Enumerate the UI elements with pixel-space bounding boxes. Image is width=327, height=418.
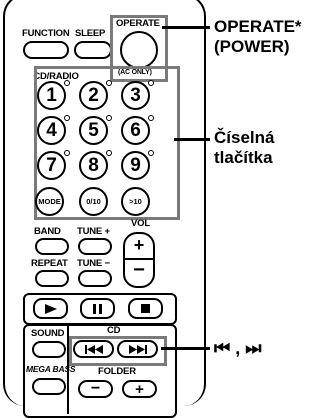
digit-7-button[interactable]: 7 — [37, 151, 66, 180]
repeat-label: REPEAT — [31, 258, 68, 269]
mega-bass-label: MEGA BASS — [26, 364, 76, 374]
skip-highlight-box — [69, 336, 167, 366]
numeric-callout: Číselná tlačítka — [214, 128, 274, 168]
band-button[interactable] — [35, 238, 69, 255]
numeric-callout-line — [174, 138, 210, 141]
band-label: BAND — [34, 226, 61, 237]
plus-ten-button[interactable]: >10 — [121, 187, 150, 216]
mode-button[interactable]: MODE — [35, 187, 64, 216]
remote-control-outline — [3, 0, 206, 406]
operate-callout: OPERATE* (POWER) — [214, 17, 302, 57]
mega-bass-button[interactable] — [32, 378, 66, 395]
skip-back-icon — [84, 344, 103, 354]
ac-only-label: (AC ONLY) — [118, 69, 152, 76]
button-dot — [64, 80, 70, 86]
operate-callout-line1: OPERATE* — [214, 17, 302, 36]
sleep-label: SLEEP — [75, 28, 106, 39]
numeric-callout-line1: Číselná — [214, 128, 275, 147]
digit-1-button[interactable]: 1 — [37, 81, 66, 110]
operate-highlight-box — [110, 15, 168, 82]
group-divider — [67, 324, 69, 414]
stop-button[interactable] — [128, 298, 163, 319]
cd-label: CD — [107, 325, 121, 336]
zero-ten-button[interactable]: 0/10 — [79, 187, 108, 216]
cd-radio-label: CD/RADIO — [33, 71, 79, 82]
plus-icon: + — [135, 380, 144, 398]
pause-icon — [92, 303, 102, 314]
sound-button[interactable] — [32, 341, 66, 358]
vol-minus-icon: − — [133, 259, 145, 281]
button-dot — [106, 115, 112, 121]
digit-8-button[interactable]: 8 — [79, 151, 108, 180]
button-dot — [148, 115, 154, 121]
folder-label: FOLDER — [98, 366, 136, 377]
operate-label: OPERATE — [116, 18, 160, 29]
digit-5-button[interactable]: 5 — [79, 116, 108, 145]
button-dot — [148, 80, 154, 86]
repeat-button[interactable] — [35, 270, 69, 287]
numeric-callout-line2: tlačítka — [214, 148, 273, 167]
digit-6-button[interactable]: 6 — [121, 116, 150, 145]
digit-4-button[interactable]: 4 — [37, 116, 66, 145]
operate-callout-line — [162, 26, 210, 29]
folder-plus-button[interactable]: + — [122, 380, 157, 398]
numeric-highlight-box — [34, 66, 180, 220]
button-dot — [106, 150, 112, 156]
folder-minus-button[interactable]: − — [78, 380, 113, 398]
volume-rocker[interactable]: + − — [123, 232, 155, 288]
tune-minus-label: TUNE − — [77, 258, 110, 269]
play-icon — [44, 303, 57, 314]
operate-callout-line2: (POWER) — [214, 37, 290, 56]
stop-icon — [141, 304, 150, 313]
skip-forward-icon — [128, 344, 147, 354]
sound-label: SOUND — [31, 328, 65, 339]
button-dot — [148, 150, 154, 156]
digit-3-button[interactable]: 3 — [121, 81, 150, 110]
skip-callout: ⏮ , ⏭ — [214, 338, 262, 358]
function-button[interactable] — [23, 41, 69, 59]
operate-power-button[interactable] — [120, 31, 158, 69]
vol-label: VOL — [131, 218, 150, 229]
tune-plus-label: TUNE + — [77, 226, 110, 237]
sleep-button[interactable] — [74, 41, 112, 59]
play-button[interactable] — [33, 298, 68, 319]
pause-button[interactable] — [80, 298, 115, 319]
function-label: FUNCTION — [22, 28, 70, 39]
button-dot — [106, 80, 112, 86]
digit-2-button[interactable]: 2 — [79, 81, 108, 110]
minus-icon: − — [90, 380, 101, 397]
button-dot — [64, 115, 70, 121]
vol-plus-icon: + — [133, 235, 145, 255]
tune-plus-button[interactable] — [78, 238, 112, 255]
skip-callout-line — [161, 347, 210, 350]
digit-9-button[interactable]: 9 — [121, 151, 150, 180]
skip-forward-button[interactable] — [117, 340, 158, 358]
tune-minus-button[interactable] — [78, 270, 112, 287]
skip-back-button[interactable] — [73, 340, 114, 358]
button-dot — [64, 150, 70, 156]
